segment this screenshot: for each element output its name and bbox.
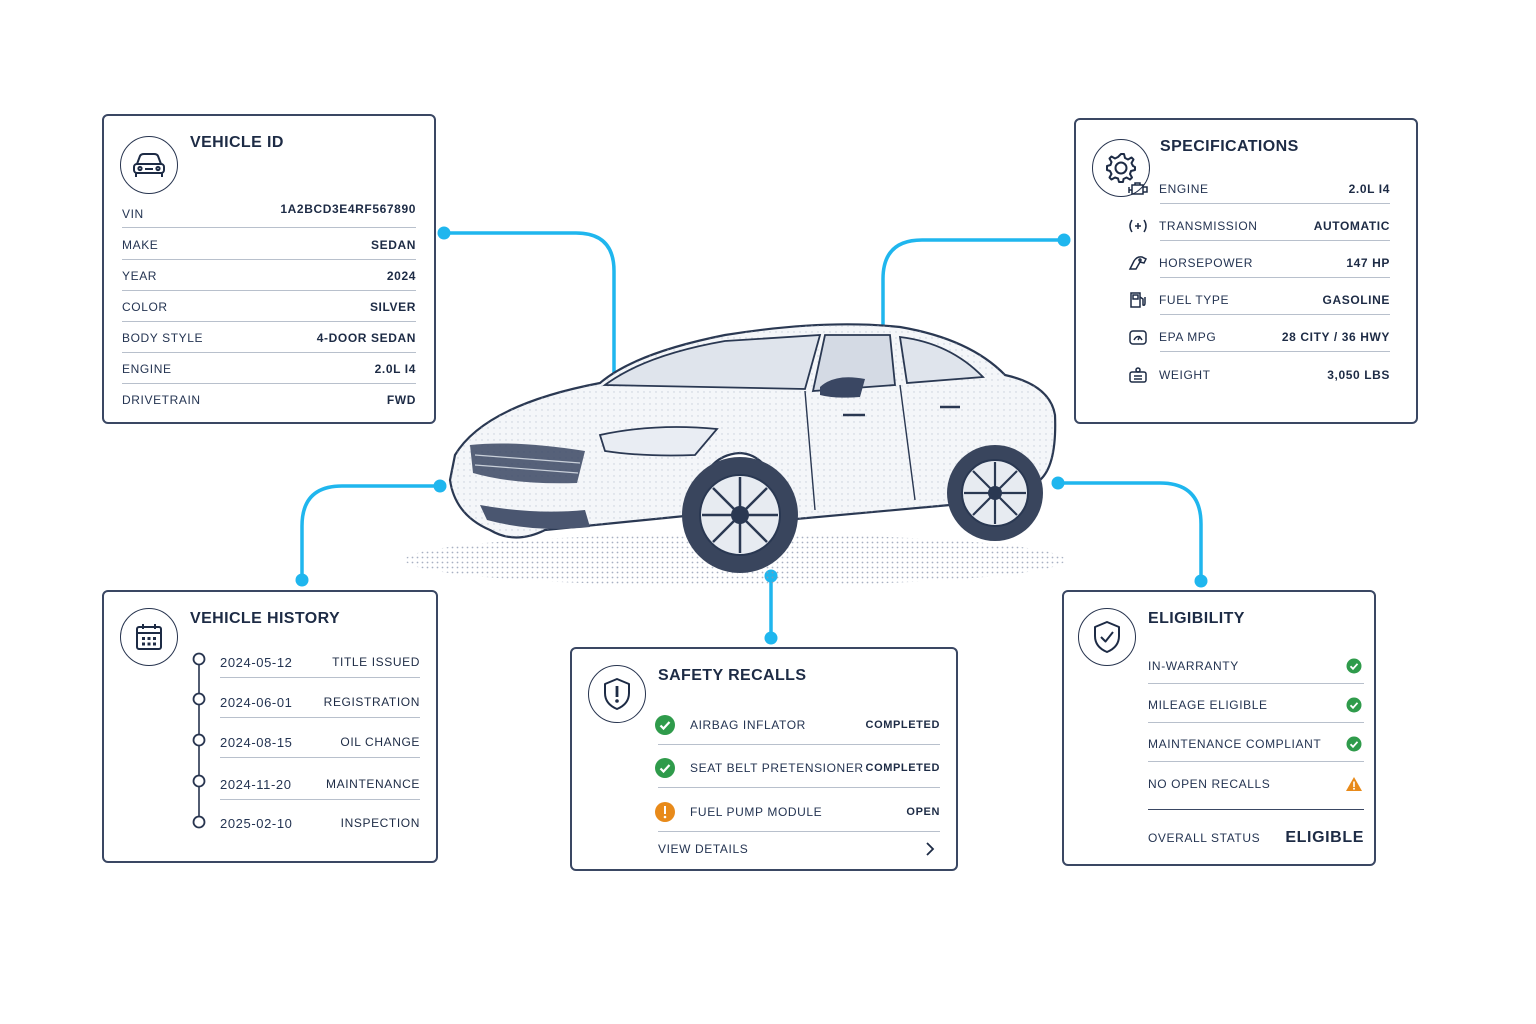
connector-dot bbox=[1051, 476, 1065, 490]
sedan-illustration bbox=[405, 323, 1065, 586]
check-circle-icon bbox=[1344, 695, 1364, 715]
timeline-track bbox=[192, 652, 206, 829]
spec-row-transmission: TRANSMISSION AUTOMATIC bbox=[1129, 211, 1390, 241]
gear-icon bbox=[1092, 139, 1150, 197]
horsepower-icon bbox=[1128, 253, 1148, 273]
connector-specifications bbox=[881, 238, 1066, 332]
engine-icon bbox=[1128, 179, 1148, 199]
history-event-row: 2025-02-10 INSPECTION bbox=[220, 815, 420, 831]
chevron-right-icon[interactable] bbox=[920, 839, 940, 859]
vehicle-history-title: VEHICLE HISTORY bbox=[190, 610, 341, 627]
connector-dot bbox=[295, 573, 309, 587]
mpg-gauge-icon bbox=[1128, 327, 1148, 347]
check-circle-icon bbox=[1344, 734, 1364, 754]
warning-icon bbox=[1344, 774, 1364, 794]
vehicle-id-title: VEHICLE ID bbox=[190, 134, 284, 151]
spec-row-horsepower: HORSEPOWER 147 HP bbox=[1128, 248, 1390, 278]
connector-vehicle-history bbox=[300, 484, 442, 582]
eligibility-row: IN-WARRANTY bbox=[1148, 648, 1364, 684]
transmission-icon bbox=[1128, 216, 1148, 236]
recall-row: SEAT BELT PRETENSIONER COMPLETED bbox=[655, 748, 940, 788]
eligibility-row: NO OPEN RECALLS bbox=[1148, 766, 1364, 802]
recall-row: FUEL PUMP MODULE OPEN bbox=[655, 792, 940, 832]
connector-dot bbox=[1057, 233, 1071, 247]
vehicle-id-row: ENGINE 2.0L I4 bbox=[122, 354, 416, 384]
connector-dot bbox=[433, 479, 447, 493]
eligibility-divider bbox=[1148, 809, 1364, 810]
recall-row: AIRBAG INFLATOR COMPLETED bbox=[655, 705, 940, 745]
connector-vehicle-id bbox=[442, 231, 616, 374]
history-event-row: 2024-05-12 TITLE ISSUED bbox=[220, 646, 420, 678]
eligibility-row: MAINTENANCE COMPLIANT bbox=[1148, 726, 1364, 762]
weight-icon bbox=[1128, 365, 1148, 385]
spec-row-weight: WEIGHT 3,050 LBS bbox=[1129, 360, 1390, 390]
history-event-row: 2024-08-15 OIL CHANGE bbox=[220, 726, 420, 758]
eligibility-row: MILEAGE ELIGIBLE bbox=[1148, 687, 1364, 723]
vehicle-id-row: COLOR SILVER bbox=[122, 292, 416, 322]
safety-recalls-title: SAFETY RECALLS bbox=[658, 667, 807, 684]
safety-recalls-card: SAFETY RECALLS AIRBAG INFLATOR COMPLETED… bbox=[570, 647, 958, 871]
vehicle-id-row: VIN 1A2BCD3E4RF567890 bbox=[122, 200, 416, 228]
view-details-link[interactable]: VIEW DETAILS bbox=[658, 835, 940, 863]
specifications-card: SPECIFICATIONS ENGINE 2.0L I4 TRANSMISSI… bbox=[1074, 118, 1418, 424]
car-front-icon bbox=[120, 136, 178, 194]
connector-dot bbox=[764, 631, 778, 645]
shield-check-icon bbox=[1078, 608, 1136, 666]
vehicle-history-card: VEHICLE HISTORY 2024-05-12 TITLE ISSUED … bbox=[102, 590, 438, 863]
check-circle-icon bbox=[654, 714, 676, 736]
overall-status-row: OVERALL STATUS ELIGIBLE bbox=[1148, 829, 1364, 846]
spec-row-engine: ENGINE 2.0L I4 bbox=[1128, 174, 1390, 204]
overall-status-value: ELIGIBLE bbox=[1285, 829, 1364, 846]
connector-dot bbox=[1194, 574, 1208, 588]
eligibility-card: ELIGIBILITY IN-WARRANTY MILEAGE ELIGIBLE… bbox=[1062, 590, 1376, 866]
spec-row-epa-mpg: EPA MPG 28 CITY / 36 HWY bbox=[1129, 322, 1390, 352]
calendar-icon bbox=[120, 608, 178, 666]
vehicle-id-row: YEAR 2024 bbox=[122, 261, 416, 291]
connector-eligibility bbox=[1056, 481, 1203, 582]
spec-row-fuel-type: FUEL TYPE GASOLINE bbox=[1130, 285, 1390, 315]
vehicle-id-row: BODY STYLE 4-DOOR SEDAN bbox=[122, 323, 416, 353]
warning-icon bbox=[654, 801, 676, 823]
history-event-row: 2024-11-20 MAINTENANCE bbox=[220, 768, 420, 800]
shield-alert-icon bbox=[588, 665, 646, 723]
vehicle-id-card: VEHICLE ID VIN 1A2BCD3E4RF567890 MAKE SE… bbox=[102, 114, 436, 424]
eligibility-title: ELIGIBILITY bbox=[1148, 610, 1245, 627]
check-circle-icon bbox=[654, 757, 676, 779]
check-circle-icon bbox=[1344, 656, 1364, 676]
vehicle-id-row: MAKE SEDAN bbox=[122, 230, 416, 260]
history-event-row: 2024-06-01 REGISTRATION bbox=[220, 686, 420, 718]
connector-dot bbox=[437, 226, 451, 240]
vehicle-id-row: DRIVETRAIN FWD bbox=[122, 393, 416, 407]
specifications-title: SPECIFICATIONS bbox=[1160, 138, 1299, 155]
fuel-pump-icon bbox=[1128, 290, 1148, 310]
